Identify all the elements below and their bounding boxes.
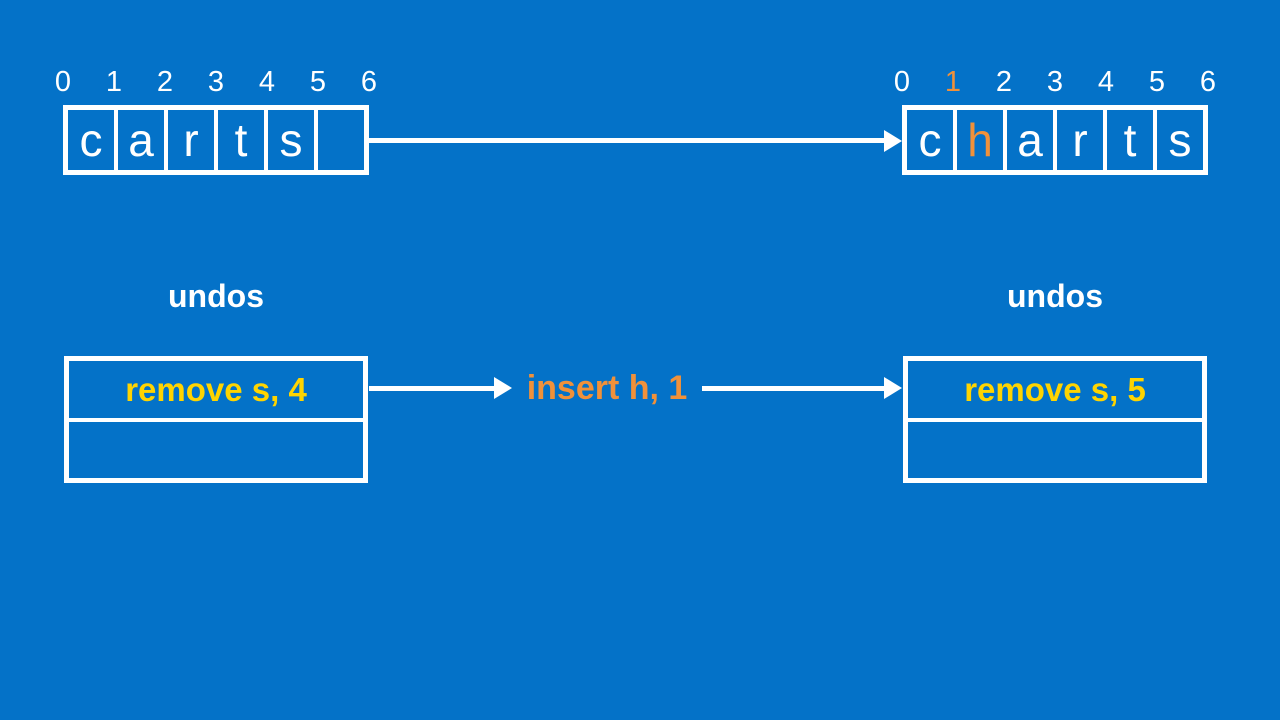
- before-stack-title: undos: [168, 278, 264, 314]
- undo-stack-entry: remove s, 4: [69, 361, 363, 422]
- array-cell: c: [918, 114, 942, 166]
- array-cell: a: [114, 110, 164, 170]
- index-label: 5: [1148, 66, 1166, 98]
- array-cell: s: [264, 110, 314, 170]
- array-cell: c: [79, 114, 103, 166]
- operation-label: insert h, 1: [526, 369, 688, 407]
- after-array-index-row: 0 1 2 3 4 5 6: [894, 64, 1216, 100]
- array-cell-highlighted: h: [953, 110, 1003, 170]
- after-array: c h a r t s: [902, 105, 1208, 175]
- index-label: 2: [156, 66, 174, 98]
- undo-stack-empty-slot: [908, 422, 1202, 478]
- array-cell-empty: [314, 110, 364, 170]
- array-transform-arrowhead-icon: [884, 130, 902, 152]
- index-label: 5: [309, 66, 327, 98]
- before-undo-stack: remove s, 4: [64, 356, 368, 483]
- array-cell: r: [1053, 110, 1103, 170]
- array-transform-arrow-line: [369, 138, 884, 143]
- index-label: 4: [1097, 66, 1115, 98]
- array-cell: a: [1003, 110, 1053, 170]
- after-stack-title: undos: [1007, 278, 1103, 314]
- index-label: 6: [360, 66, 378, 98]
- index-label: 0: [893, 66, 911, 98]
- index-label: 3: [1046, 66, 1064, 98]
- array-cell: t: [1103, 110, 1153, 170]
- operation-arrow-left-line: [369, 386, 495, 391]
- index-label: 4: [258, 66, 276, 98]
- index-label: 3: [207, 66, 225, 98]
- index-label: 0: [54, 66, 72, 98]
- undo-stack-empty-slot: [69, 422, 363, 478]
- before-array-index-row: 0 1 2 3 4 5 6: [55, 64, 377, 100]
- before-array: c a r t s: [63, 105, 369, 175]
- undo-stack-entry: remove s, 5: [908, 361, 1202, 422]
- index-label: 6: [1199, 66, 1217, 98]
- operation-arrow-right-arrowhead-icon: [884, 377, 902, 399]
- operation-arrow-left-arrowhead-icon: [494, 377, 512, 399]
- array-cell: t: [214, 110, 264, 170]
- array-cell: s: [1153, 110, 1203, 170]
- after-undo-stack: remove s, 5: [903, 356, 1207, 483]
- index-label: 2: [995, 66, 1013, 98]
- index-label-highlighted: 1: [944, 66, 962, 98]
- operation-arrow-right-line: [702, 386, 884, 391]
- array-cell: r: [164, 110, 214, 170]
- index-label: 1: [105, 66, 123, 98]
